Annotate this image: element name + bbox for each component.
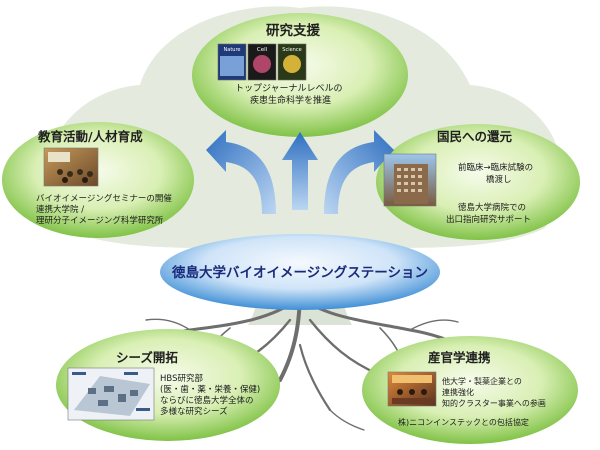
- seeds-title: シーズ開拓: [116, 350, 178, 365]
- seminar-photo: [43, 147, 99, 187]
- research-support-line-2: 疾患生命科学を推進: [250, 96, 332, 106]
- arrow-left-curve-icon: [206, 130, 276, 214]
- industry-line-3: 知的クラスター事業への参画: [442, 399, 546, 408]
- public-return-line-3: 徳島大学病院での: [458, 203, 527, 213]
- education-title: 教育活動/人材育成: [38, 129, 143, 144]
- public-return-line-1: 前臨床→臨床試験の: [458, 163, 534, 173]
- research-support-line-1: トップジャーナルレベルの: [235, 84, 343, 94]
- education-line-2: 連携大学院 /: [36, 205, 85, 215]
- seeds-line-1: HBS研究部: [160, 374, 203, 384]
- center-station-ellipse: [160, 234, 440, 310]
- journal-covers-photo: [217, 43, 307, 81]
- journal-name-nature: Nature: [224, 47, 241, 53]
- hospital-photo: [383, 153, 437, 207]
- public-return-line-2: 橋渡し: [486, 175, 512, 185]
- journal-name-cell: Cell: [257, 47, 268, 53]
- research-support-title: 研究支援: [266, 23, 320, 39]
- journal-name-science: Science: [282, 47, 301, 53]
- arrow-right-curve-icon: [324, 130, 394, 214]
- industry-title: 産官学連携: [428, 350, 491, 365]
- public-return-title: 国民への還元: [437, 129, 513, 144]
- education-line-3: 理研分子イメージング科学研究所: [36, 216, 164, 226]
- industry-line-2: 連携強化: [442, 388, 474, 397]
- education-line-1: バイオイメージングセミナーの開催: [36, 194, 172, 204]
- arrow-up-icon: [282, 132, 318, 210]
- seeds-line-4: 多様な研究シーズ: [160, 407, 228, 417]
- public-return-line-4: 出口指向研究サポート: [446, 215, 532, 225]
- seeds-line-3: ならびに徳島大学全体の: [160, 396, 254, 406]
- public-return-ellipse: [376, 124, 580, 240]
- industry-line-4: 株)ニコンインステックとの包括協定: [398, 418, 529, 427]
- center-station-label: 徳島大学バイオイメージングステーション: [172, 265, 428, 281]
- industry-ellipse: [362, 336, 578, 444]
- agreement-ceremony-photo: [387, 371, 437, 407]
- industry-line-1: 他大学・製薬企業との: [442, 377, 522, 386]
- seeds-line-2: (医・歯・薬・栄養・保健): [160, 385, 261, 395]
- campus-map-photo: [67, 367, 155, 421]
